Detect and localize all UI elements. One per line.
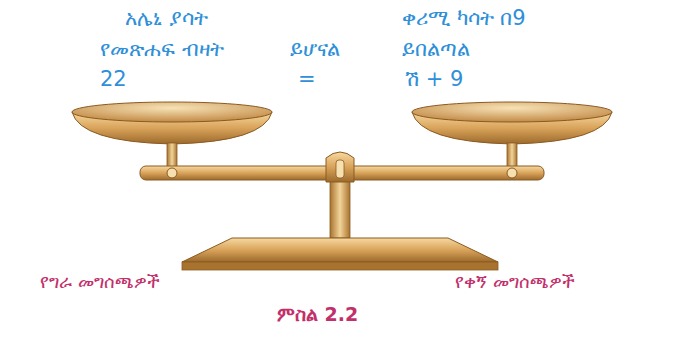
relation-word: ይሆናል bbox=[290, 37, 340, 61]
amount-label: አሌኒ ያሳት bbox=[125, 6, 208, 30]
expression: ሽ + 9 bbox=[405, 67, 463, 91]
equals-sign: = bbox=[298, 67, 316, 91]
pan-label: የግራ መግሰጫዎች bbox=[40, 272, 160, 293]
amount-label: ቀሪሚ ካሳት በ9 bbox=[402, 6, 526, 30]
number-value: 22 bbox=[100, 67, 127, 91]
amount-label: የመጽሐፍ ብዛት bbox=[100, 37, 224, 61]
figure-caption: ምስል 2.2 bbox=[277, 304, 358, 326]
relation-word: ይበልጣል bbox=[402, 37, 470, 61]
pan-label: የቀኝ መግሰጫዎች bbox=[455, 272, 575, 293]
